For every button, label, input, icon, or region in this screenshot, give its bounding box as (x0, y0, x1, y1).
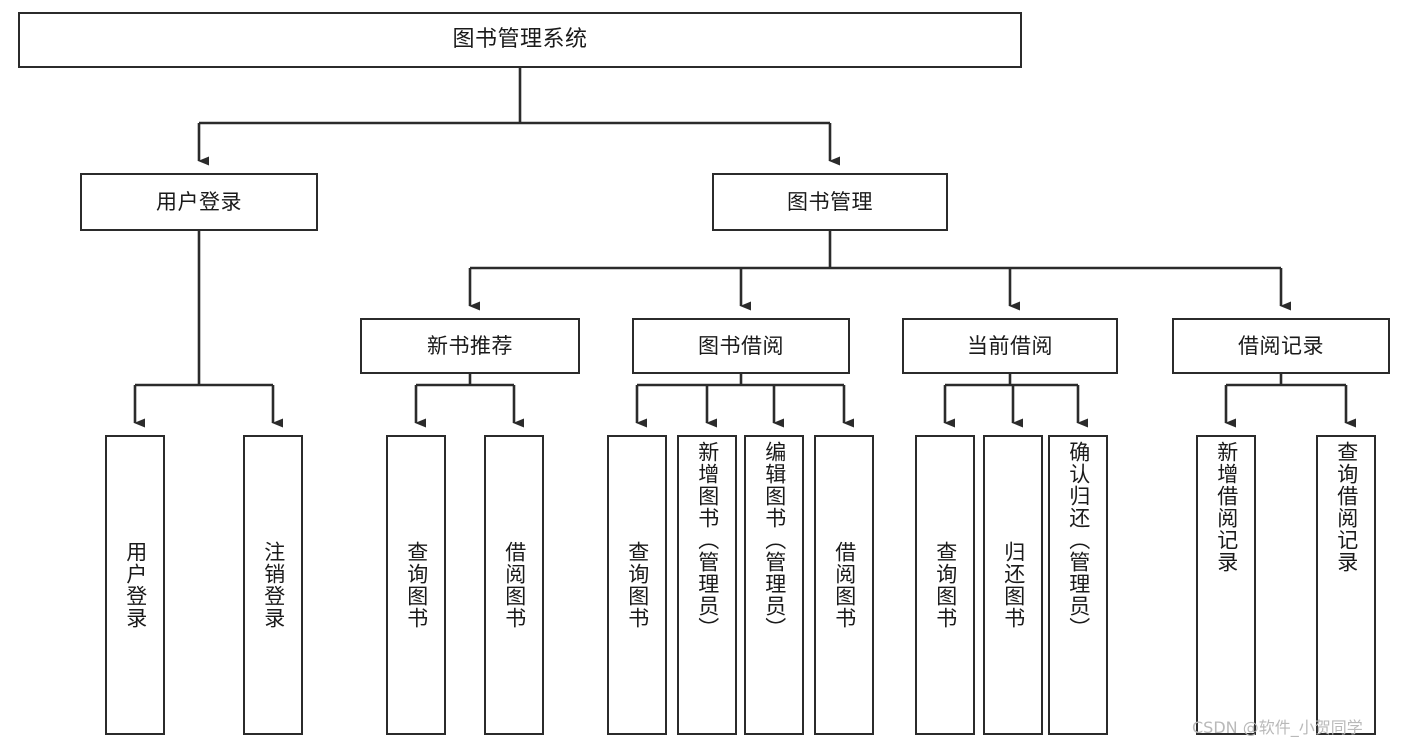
node-l4-b1[interactable]: 查询图书 (386, 435, 446, 735)
node-label: 查询借阅记录 (1334, 441, 1359, 573)
node-label: 借阅记录 (1238, 333, 1324, 358)
node-label: 图书管理系统 (452, 27, 588, 53)
node-label: 借阅图书 (832, 541, 857, 629)
node-l3-record[interactable]: 借阅记录 (1172, 318, 1390, 374)
node-label: 用户登录 (123, 541, 148, 629)
node-l4-e1[interactable]: 新增借阅记录 (1196, 435, 1256, 735)
node-label: 图书管理 (787, 189, 873, 214)
node-l4-b2[interactable]: 借阅图书 (484, 435, 544, 735)
node-label: 查询图书 (404, 541, 429, 629)
node-l4-d3[interactable]: 确认归还（管理员） (1048, 435, 1108, 735)
node-l2-login[interactable]: 用户登录 (80, 173, 318, 231)
node-label: 确认归还（管理员） (1066, 441, 1091, 639)
node-label: 当前借阅 (967, 333, 1053, 358)
node-label: 注销登录 (261, 541, 286, 629)
node-l4-a1[interactable]: 用户登录 (105, 435, 165, 735)
node-l4-c1[interactable]: 查询图书 (607, 435, 667, 735)
node-label: 新增图书（管理员） (695, 441, 720, 639)
node-label: 新书推荐 (427, 333, 513, 358)
csdn-watermark: CSDN @软件_小贺同学 (1192, 718, 1363, 737)
node-l4-a2[interactable]: 注销登录 (243, 435, 303, 735)
node-l4-c4[interactable]: 借阅图书 (814, 435, 874, 735)
node-label: 图书借阅 (698, 333, 784, 358)
node-l4-c3[interactable]: 编辑图书（管理员） (744, 435, 804, 735)
node-l3-current[interactable]: 当前借阅 (902, 318, 1118, 374)
node-l3-newbook[interactable]: 新书推荐 (360, 318, 580, 374)
node-label: 用户登录 (156, 189, 242, 214)
node-l3-borrow[interactable]: 图书借阅 (632, 318, 850, 374)
node-label: 借阅图书 (502, 541, 527, 629)
node-label: 归还图书 (1001, 541, 1026, 629)
node-l4-d2[interactable]: 归还图书 (983, 435, 1043, 735)
node-label: 编辑图书（管理员） (762, 441, 787, 639)
node-label: 新增借阅记录 (1214, 441, 1239, 573)
node-label: 查询图书 (933, 541, 958, 629)
node-l4-d1[interactable]: 查询图书 (915, 435, 975, 735)
node-l2-bookmgmt[interactable]: 图书管理 (712, 173, 948, 231)
node-l4-c2[interactable]: 新增图书（管理员） (677, 435, 737, 735)
node-l4-e2[interactable]: 查询借阅记录 (1316, 435, 1376, 735)
node-label: 查询图书 (625, 541, 650, 629)
node-root[interactable]: 图书管理系统 (18, 12, 1022, 68)
